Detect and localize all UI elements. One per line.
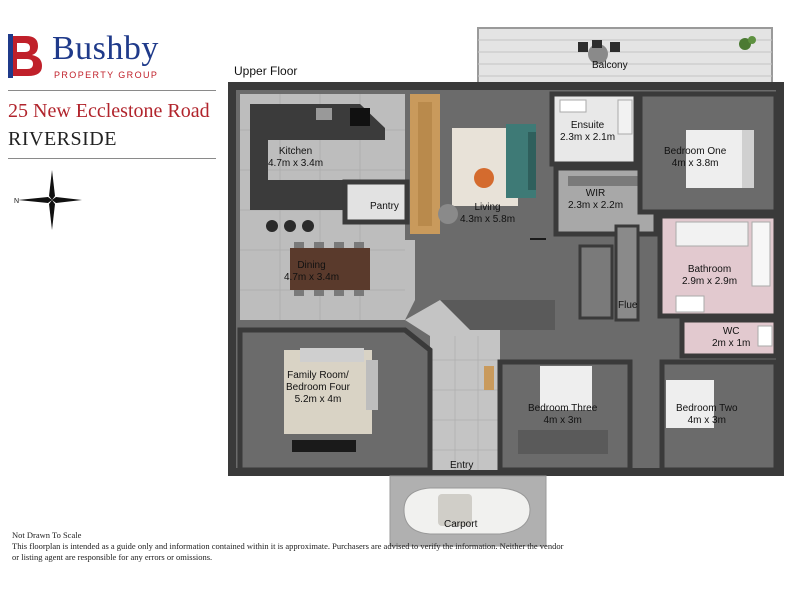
kitchen-name: Kitchen	[278, 146, 313, 157]
kitchen-label: Kitchen 4.7m x 3.4m	[268, 146, 323, 170]
bedroom-one-label: Bedroom One 4m x 3.8m	[664, 146, 726, 170]
wir-label: WIR 2.3m x 2.2m	[568, 188, 623, 212]
bedroom-three-name: Bedroom Three	[528, 403, 598, 414]
bathroom-name: Bathroom	[687, 264, 732, 275]
bedroom-three-size: 4m x 3m	[543, 415, 582, 426]
kitchen-size: 4.7m x 3.4m	[268, 158, 324, 169]
balcony-label: Balcony	[592, 60, 628, 72]
disclaimer-title: Not Drawn To Scale	[12, 530, 82, 540]
disclaimer: Not Drawn To Scale This floorplan is int…	[12, 530, 572, 563]
family-room-rug	[284, 350, 372, 434]
carport-label: Carport	[444, 519, 477, 531]
plant-icon	[739, 36, 756, 50]
family-room-size: 5.2m x 4m	[294, 394, 342, 405]
pantry-room	[342, 179, 410, 225]
bedroom-three-label: Bedroom Three 4m x 3m	[528, 403, 597, 427]
living-size: 4.3m x 5.8m	[460, 214, 516, 225]
pantry-label: Pantry	[370, 201, 399, 213]
divider	[8, 158, 216, 159]
dining-size: 4.7m x 3.4m	[284, 272, 340, 283]
floor-label: Upper Floor	[234, 64, 298, 78]
car-icon	[403, 487, 531, 535]
bushby-logo-icon	[8, 34, 46, 78]
living-label: Living 4.3m x 5.8m	[460, 202, 515, 226]
compass-icon: N	[14, 170, 82, 230]
bed-two-icon	[666, 380, 714, 428]
bathroom-label: Bathroom 2.9m x 2.9m	[682, 264, 737, 288]
bed-three-icon	[540, 366, 592, 410]
bedroom-two-name: Bedroom Two	[676, 403, 738, 414]
tv-unit-icon	[292, 440, 356, 452]
dining-name: Dining	[297, 260, 326, 271]
entry-label: Entry	[450, 460, 473, 472]
family-sofa-icon	[300, 348, 364, 362]
ensuite-label: Ensuite 2.3m x 2.1m	[560, 120, 615, 144]
bathroom-size: 2.9m x 2.9m	[682, 276, 738, 287]
bedroom-two-size: 4m x 3m	[687, 415, 726, 426]
flue-label: Flue	[618, 300, 637, 312]
ensuite-size: 2.3m x 2.1m	[560, 132, 616, 143]
balcony-table-icon	[578, 40, 620, 64]
bedroom-one-size: 4m x 3.8m	[671, 158, 719, 169]
divider	[8, 90, 216, 91]
wc-name: WC	[722, 326, 740, 337]
entry-name: Entry	[450, 460, 474, 471]
brand-subtitle: PROPERTY GROUP	[54, 70, 159, 80]
family-room-name2: Bedroom Four	[286, 382, 350, 393]
bedroom-two-label: Bedroom Two 4m x 3m	[676, 403, 738, 427]
dining-label: Dining 4.7m x 3.4m	[284, 260, 339, 284]
wc-size: 2m x 1m	[712, 338, 751, 349]
disclaimer-text: This floorplan is intended as a guide on…	[12, 541, 564, 562]
pantry-name: Pantry	[370, 201, 399, 212]
property-suburb: RIVERSIDE	[8, 128, 117, 150]
bed-one-icon	[686, 130, 752, 188]
flue-name: Flue	[618, 300, 638, 311]
balcony-deck	[477, 27, 773, 87]
ensuite-name: Ensuite	[570, 120, 605, 131]
living-name: Living	[474, 202, 501, 213]
wir-name: WIR	[585, 188, 606, 199]
wc-label: WC 2m x 1m	[712, 326, 750, 350]
bedroom-one-name: Bedroom One	[664, 146, 727, 157]
carport-name: Carport	[444, 519, 478, 530]
coffee-table-icon	[474, 168, 494, 188]
family-room-name: Family Room/	[287, 370, 349, 381]
brand-name: Bushby	[52, 30, 159, 67]
property-street: 25 New Ecclestone Road	[8, 100, 210, 122]
dining-table-icon	[290, 248, 370, 290]
wir-size: 2.3m x 2.2m	[568, 200, 624, 211]
family-room-label: Family Room/ Bedroom Four 5.2m x 4m	[286, 370, 350, 406]
svg-text:N: N	[14, 198, 19, 205]
balcony-name: Balcony	[592, 60, 628, 71]
